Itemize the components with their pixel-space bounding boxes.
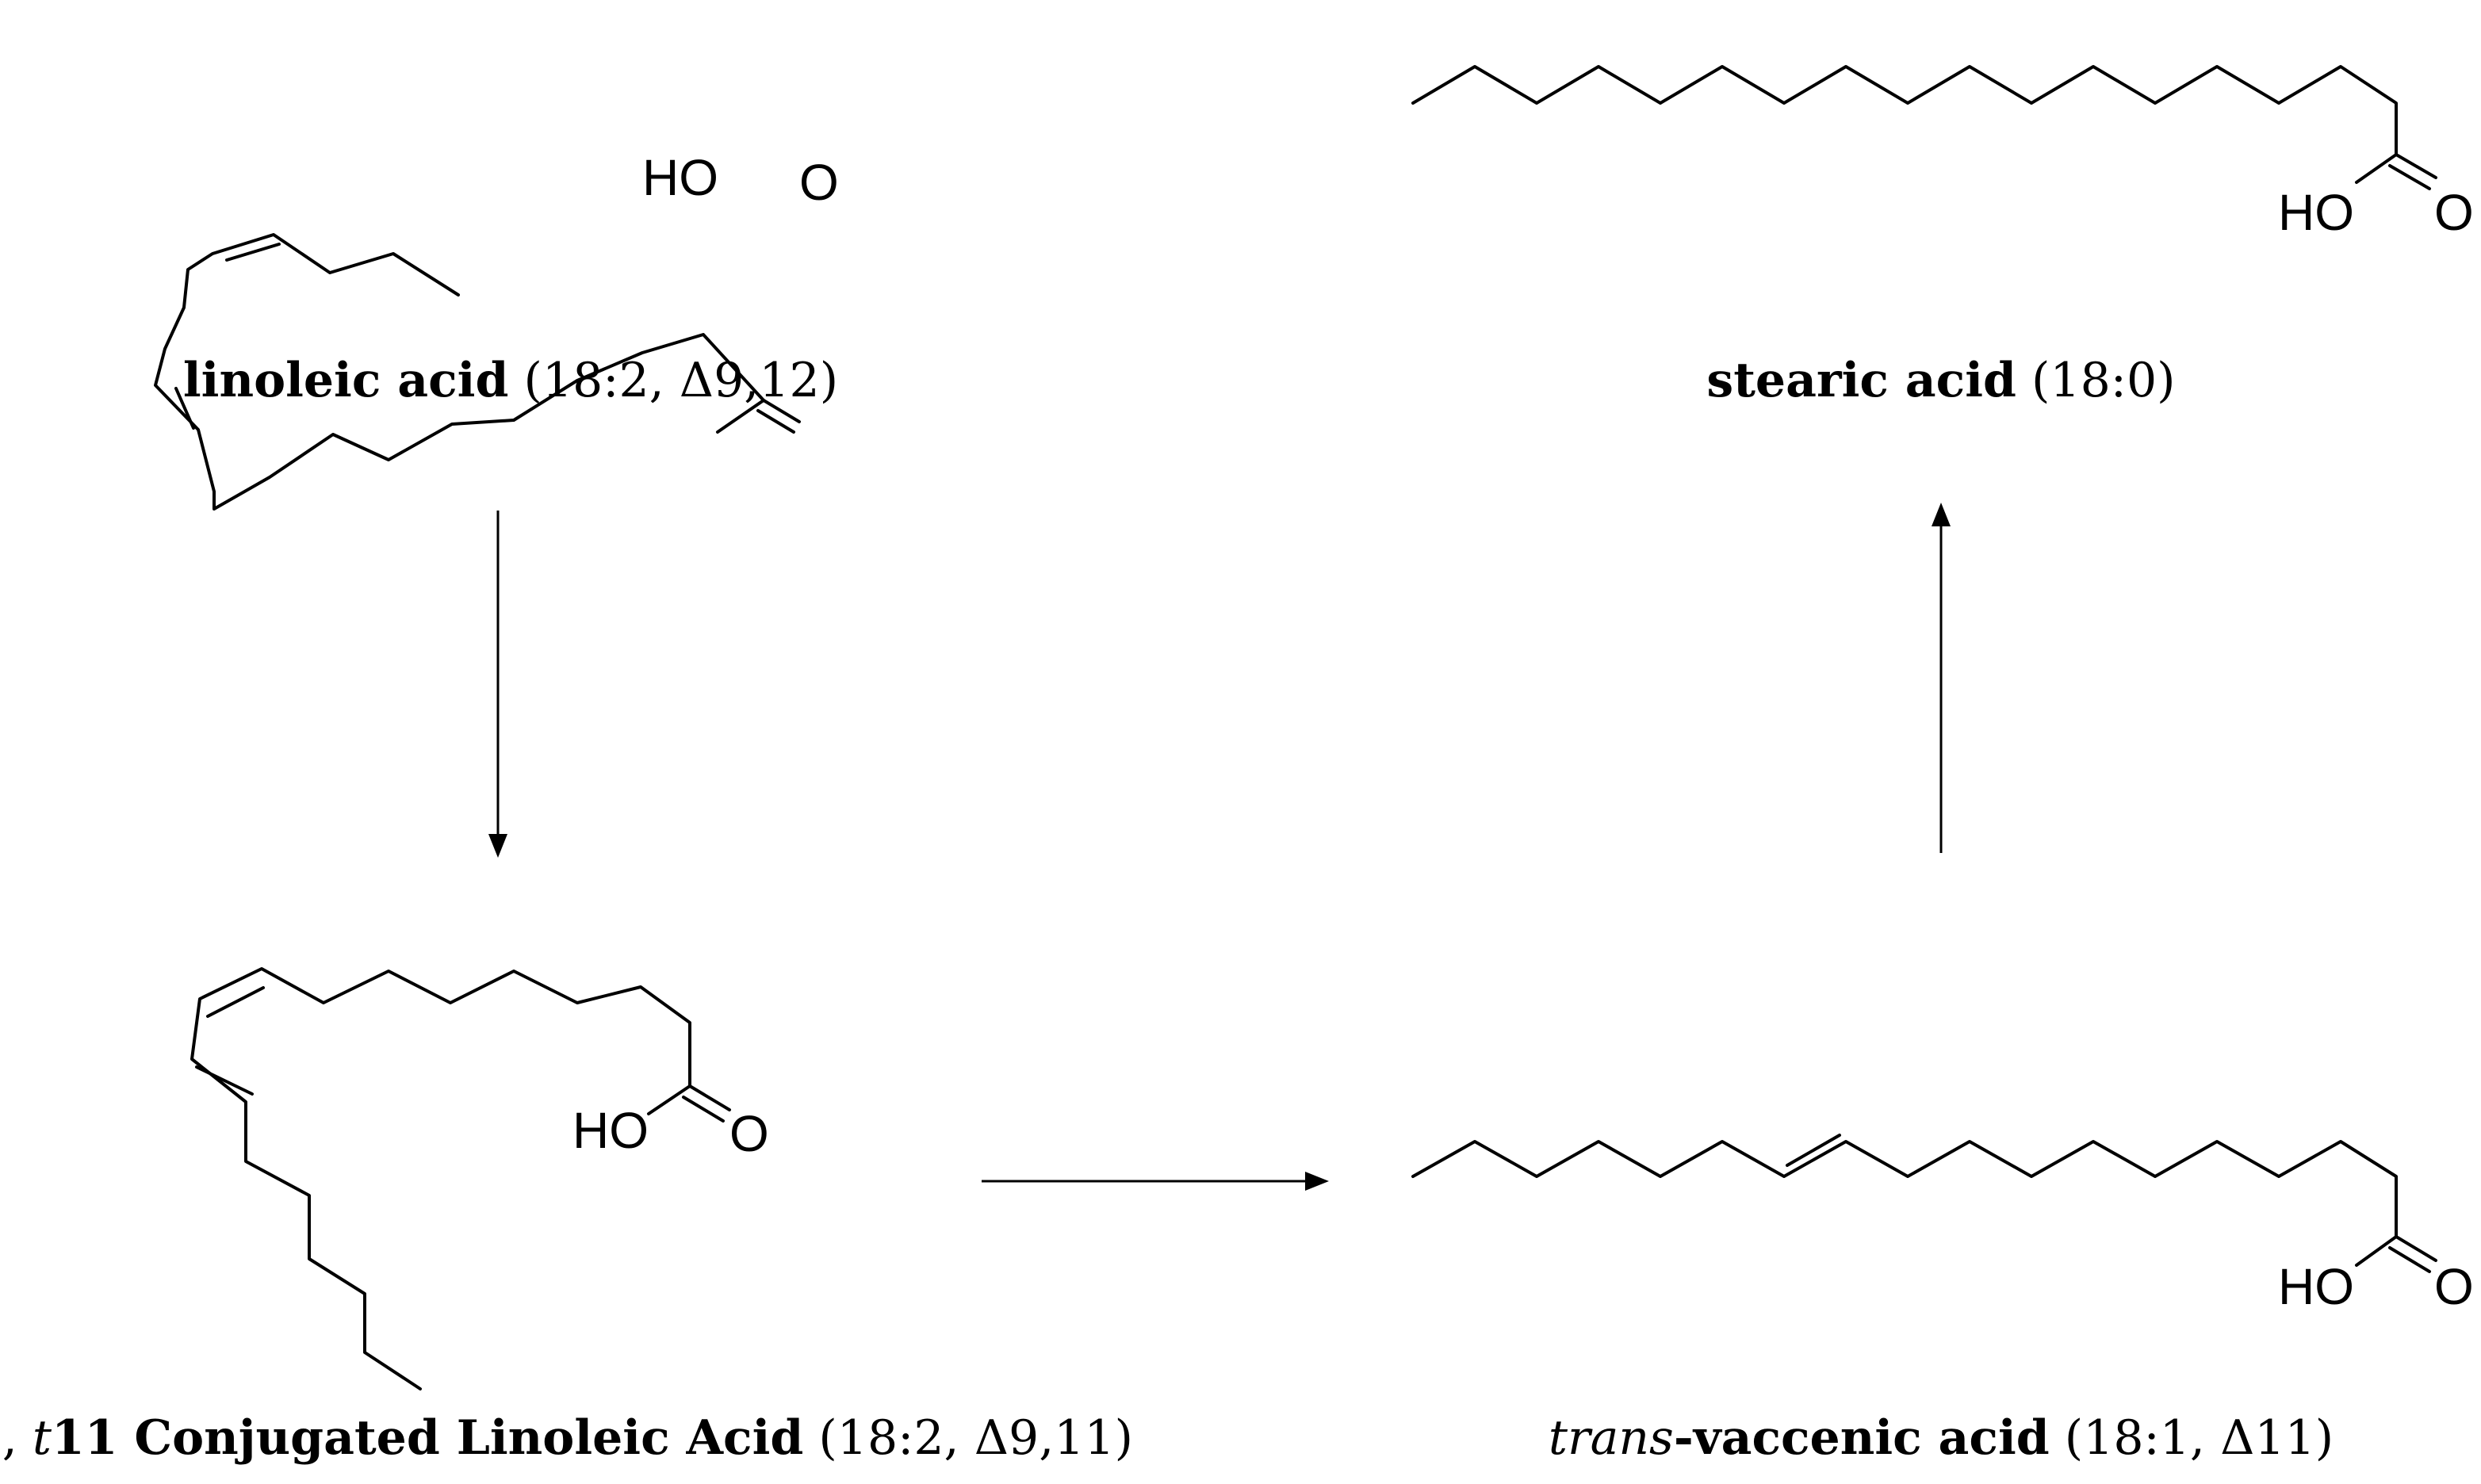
- linoleic-carbonyl-bond-a: [762, 399, 801, 423]
- caption-linoleic-name: linoleic acid: [183, 353, 509, 408]
- caption-linoleic-detail: (18:2, Δ9,12): [508, 353, 838, 408]
- linoleic-hydroxyl-bond: [716, 399, 765, 434]
- caption-cla-prefix-c-num: 9,: [0, 1410, 33, 1466]
- caption-cla: c9, t11 Conjugated Linoleic Acid (18:2, …: [0, 1410, 1133, 1466]
- stearic-hydroxyl-bond: [2355, 153, 2398, 184]
- cla-chain: [190, 967, 691, 1390]
- stearic-oxygen-label: O: [2434, 184, 2474, 241]
- linoleic-oxygen-label: O: [799, 154, 839, 211]
- stearic-hydroxyl-label: HO: [2278, 184, 2354, 241]
- cla-structure: HO O: [190, 967, 769, 1390]
- vaccenic-carbonyl-bond-b: [2388, 1246, 2431, 1273]
- cla-double-bond-11: [195, 1065, 254, 1096]
- stearic-acid-structure: HO O: [1411, 65, 2474, 241]
- arrow-linoleic-to-cla: [488, 511, 507, 858]
- arrow-head-up: [1932, 503, 1951, 526]
- cla-hydroxyl-bond: [647, 1084, 691, 1115]
- cla-double-bond-9: [206, 986, 265, 1018]
- vaccenic-acid-structure: HO O: [1411, 1134, 2474, 1315]
- caption-vaccenic-name: -vaccenic acid: [1674, 1410, 2050, 1466]
- caption-vaccenic-detail: (18:1, Δ11): [2050, 1410, 2334, 1466]
- vaccenic-oxygen-label: O: [2434, 1258, 2474, 1315]
- stearic-carbonyl-bond-b: [2388, 164, 2431, 190]
- caption-stearic-acid: stearic acid (18:0): [1706, 353, 2175, 408]
- linoleic-acid-structure: HO O: [154, 149, 839, 511]
- caption-vaccenic-acid: trans-vaccenic acid (18:1, Δ11): [1549, 1410, 2334, 1466]
- arrow-head-down: [488, 834, 507, 858]
- linoleic-double-bond-9: [225, 243, 281, 262]
- caption-vaccenic-prefix: trans: [1549, 1410, 1674, 1466]
- caption-cla-prefix-t: t: [33, 1410, 52, 1466]
- vaccenic-acid-chain: [1411, 1140, 2398, 1238]
- vaccenic-carbonyl-bond-a: [2395, 1235, 2437, 1262]
- stearic-acid-chain: [1411, 65, 2398, 156]
- cla-hydroxyl-label: HO: [572, 1102, 649, 1159]
- linoleic-hydroxyl-label: HO: [642, 149, 718, 206]
- vaccenic-hydroxyl-bond: [2355, 1235, 2398, 1267]
- caption-stearic-detail: (18:0): [2016, 353, 2176, 408]
- cla-oxygen-label: O: [729, 1105, 769, 1162]
- arrow-cla-to-vaccenic: [982, 1172, 1329, 1191]
- arrow-head-right: [1305, 1172, 1329, 1191]
- linoleic-double-bond-12: [174, 387, 195, 430]
- caption-linoleic-acid: linoleic acid (18:2, Δ9,12): [183, 353, 838, 408]
- caption-stearic-name: stearic acid: [1706, 353, 2016, 408]
- cla-carbonyl-bond-a: [688, 1084, 731, 1111]
- cla-carbonyl-bond-b: [682, 1096, 725, 1123]
- vaccenic-hydroxyl-label: HO: [2278, 1258, 2354, 1315]
- arrow-vaccenic-to-stearic: [1932, 503, 1951, 853]
- linoleic-carbonyl-bond-b: [756, 409, 795, 434]
- caption-cla-detail: (18:2, Δ9,11): [803, 1410, 1133, 1466]
- stearic-carbonyl-bond-a: [2395, 153, 2437, 179]
- vaccenic-double-bond-11: [1786, 1134, 1841, 1167]
- caption-cla-name: 11 Conjugated Linoleic Acid: [52, 1410, 803, 1466]
- linoleic-acid-chain: [154, 233, 765, 511]
